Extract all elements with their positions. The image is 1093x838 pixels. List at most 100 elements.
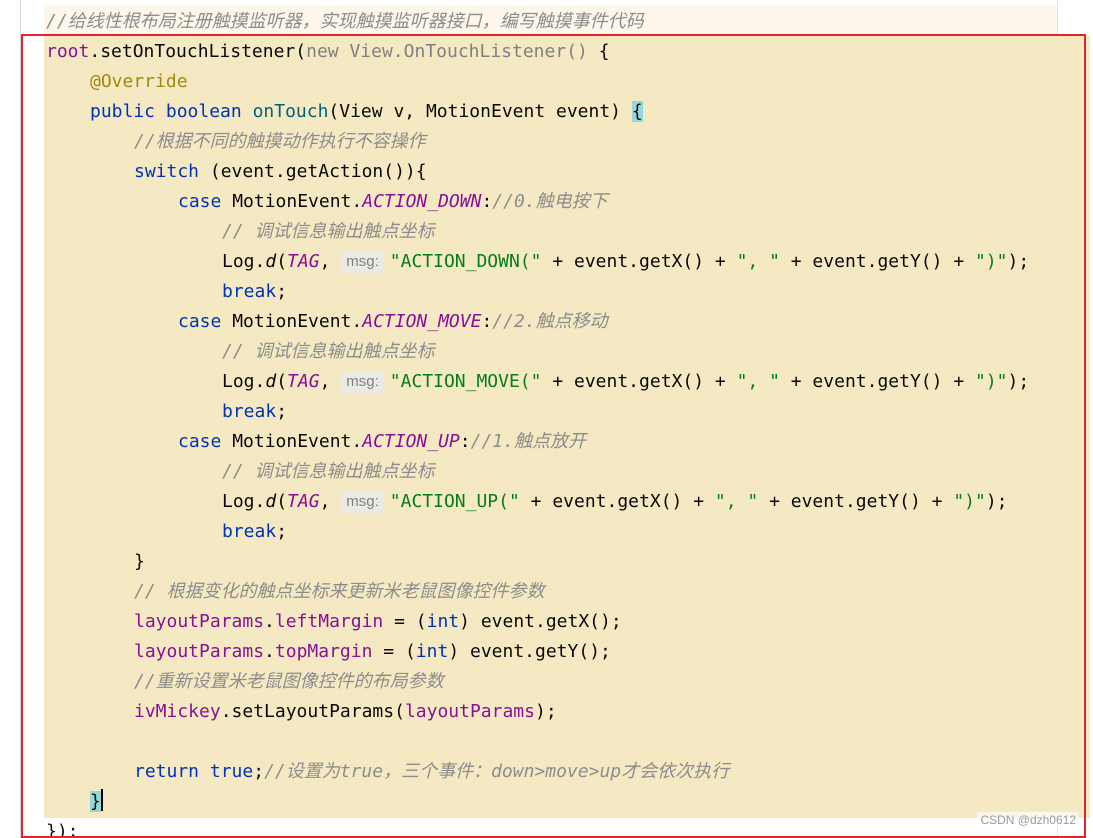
code-token: Log.: [222, 371, 266, 392]
string-literal: "ACTION_MOVE(": [389, 371, 542, 392]
code-line[interactable]: // 调试信息输出触点坐标: [222, 457, 435, 487]
code-line[interactable]: // 根据变化的触点坐标来更新米老鼠图像控件参数: [134, 577, 545, 607]
comment: //0.触电按下: [492, 191, 608, 212]
comment: // 根据变化的触点坐标来更新米老鼠图像控件参数: [134, 581, 545, 602]
keyword: case: [178, 191, 233, 212]
field: layoutParams: [134, 641, 265, 662]
code-line[interactable]: layoutParams.leftMargin = (int) event.ge…: [134, 607, 622, 637]
string-literal: ", ": [714, 491, 759, 512]
code-token: + event.getX() +: [541, 251, 737, 272]
code-token: ;: [276, 281, 288, 302]
code-token: .: [264, 641, 275, 662]
code-line[interactable]: layoutParams.topMargin = (int) event.get…: [134, 637, 611, 667]
code-token: :: [481, 191, 493, 212]
code-token: + event.getX() +: [519, 491, 715, 512]
code-line[interactable]: Log.d(TAG, msg:"ACTION_UP(" + event.getX…: [222, 487, 1008, 517]
method-name: onTouch: [252, 101, 329, 122]
string-literal: ")": [953, 491, 986, 512]
code-token: ;: [276, 521, 288, 542]
static-method: d: [265, 491, 277, 512]
code-line[interactable]: @Override: [90, 67, 188, 97]
static-method: d: [265, 371, 277, 392]
code-line[interactable]: break;: [222, 277, 287, 307]
field: layoutParams: [404, 701, 535, 722]
code-line[interactable]: }: [134, 547, 145, 577]
string-literal: "ACTION_DOWN(": [389, 251, 542, 272]
string-literal: ")": [975, 371, 1008, 392]
constant: TAG: [287, 371, 320, 392]
code-token: );: [1007, 251, 1030, 272]
anonymous-class: new View.OnTouchListener(): [306, 41, 588, 62]
code-line[interactable]: //给线性根布局注册触摸监听器，实现触摸监听器接口，编写触摸事件代码: [46, 7, 644, 37]
code-token: {: [587, 41, 610, 62]
code-token: }: [134, 551, 145, 572]
static-method: d: [265, 251, 277, 272]
keyword: break: [222, 401, 277, 422]
code-line[interactable]: case MotionEvent.ACTION_DOWN://0.触电按下: [178, 187, 608, 217]
code-token: ) event.getX();: [459, 611, 622, 632]
code-token: = (: [372, 641, 416, 662]
code-token: Log.: [222, 491, 266, 512]
string-literal: "ACTION_UP(": [389, 491, 520, 512]
code-line[interactable]: case MotionEvent.ACTION_MOVE://2.触点移动: [178, 307, 608, 337]
code-token: );: [985, 491, 1008, 512]
code-line[interactable]: root.setOnTouchListener(new View.OnTouch…: [46, 37, 610, 67]
code-token: MotionEvent.: [232, 431, 363, 452]
string-literal: ")": [975, 251, 1008, 272]
code-token: MotionEvent.: [232, 311, 363, 332]
code-token: = (: [383, 611, 427, 632]
comment: // 调试信息输出触点坐标: [222, 461, 435, 482]
code-token: ) event.getY();: [448, 641, 611, 662]
code-token: ,: [319, 491, 342, 512]
code-token: .: [264, 611, 275, 632]
code-token: + event.getY() +: [758, 491, 954, 512]
code-line[interactable]: Log.d(TAG, msg:"ACTION_MOVE(" + event.ge…: [222, 367, 1029, 397]
keyword: int: [415, 641, 449, 662]
constant: ACTION_UP: [362, 431, 460, 452]
code-token: :: [481, 311, 493, 332]
code-line[interactable]: Log.d(TAG, msg:"ACTION_DOWN(" + event.ge…: [222, 247, 1029, 277]
param-hint: msg:: [341, 371, 384, 393]
code-line[interactable]: break;: [222, 517, 287, 547]
code-token: (: [276, 251, 288, 272]
code-token: MotionEvent.: [232, 191, 363, 212]
annotation-red-box: [21, 34, 1086, 838]
comment: //设置为true，三个事件：down>move>up才会依次执行: [264, 761, 730, 782]
comment: //重新设置米老鼠图像控件的布局参数: [134, 671, 444, 692]
code-token: ,: [319, 371, 342, 392]
string-literal: ", ": [736, 251, 780, 272]
code-token: + event.getY() +: [779, 251, 975, 272]
code-line[interactable]: return true;//设置为true，三个事件：down>move>up才…: [134, 757, 729, 787]
code-line[interactable]: //重新设置米老鼠图像控件的布局参数: [134, 667, 444, 697]
code-line[interactable]: //根据不同的触摸动作执行不容操作: [134, 127, 426, 157]
comment: //根据不同的触摸动作执行不容操作: [134, 131, 426, 152]
matched-brace: }: [90, 791, 101, 812]
line-highlight-comment: [44, 5, 1057, 35]
field: root: [46, 41, 90, 62]
keyword: int: [426, 611, 460, 632]
watermark: CSDN @dzh0612: [977, 812, 1079, 828]
constant: ACTION_DOWN: [362, 191, 482, 212]
code-line[interactable]: switch (event.getAction()){: [134, 157, 427, 187]
code-line[interactable]: }: [90, 787, 103, 817]
annotation: @Override: [90, 71, 188, 92]
code-line[interactable]: ivMickey.setLayoutParams(layoutParams);: [134, 697, 557, 727]
keyword: public boolean: [90, 101, 253, 122]
code-token: (View v, MotionEvent event): [328, 101, 632, 122]
keyword: case: [178, 431, 233, 452]
code-token: + event.getY() +: [779, 371, 975, 392]
code-line[interactable]: case MotionEvent.ACTION_UP://1.触点放开: [178, 427, 586, 457]
code-line[interactable]: });: [46, 817, 79, 838]
code-line[interactable]: // 调试信息输出触点坐标: [222, 217, 435, 247]
param-hint: msg:: [341, 251, 384, 273]
code-line[interactable]: break;: [222, 397, 287, 427]
code-token: );: [1007, 371, 1030, 392]
field: ivMickey: [134, 701, 221, 722]
keyword: break: [222, 521, 277, 542]
code-line[interactable]: // 调试信息输出触点坐标: [222, 337, 435, 367]
code-line[interactable]: public boolean onTouch(View v, MotionEve…: [90, 97, 643, 127]
code-token: + event.getX() +: [541, 371, 737, 392]
string-literal: ", ": [736, 371, 780, 392]
keyword: break: [222, 281, 277, 302]
